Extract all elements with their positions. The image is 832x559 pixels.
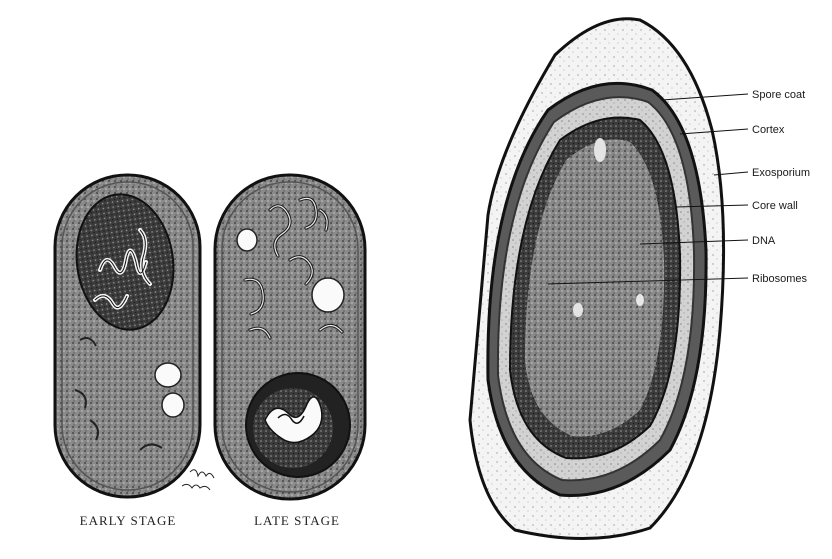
artist-signature xyxy=(182,470,214,490)
label-dna: DNA xyxy=(752,235,776,247)
label-ribosomes: Ribosomes xyxy=(752,273,808,285)
late-stage-cell xyxy=(215,175,365,499)
label-core-wall: Core wall xyxy=(752,200,798,212)
spore-diagram xyxy=(470,19,724,539)
label-cortex: Cortex xyxy=(752,124,785,136)
label-exosporium: Exosporium xyxy=(752,167,810,179)
caption-early-stage: EARLY STAGE xyxy=(80,513,177,528)
early-stage-cell xyxy=(55,175,200,497)
label-spore-coat: Spore coat xyxy=(752,89,805,101)
caption-late-stage: LATE STAGE xyxy=(254,513,340,528)
